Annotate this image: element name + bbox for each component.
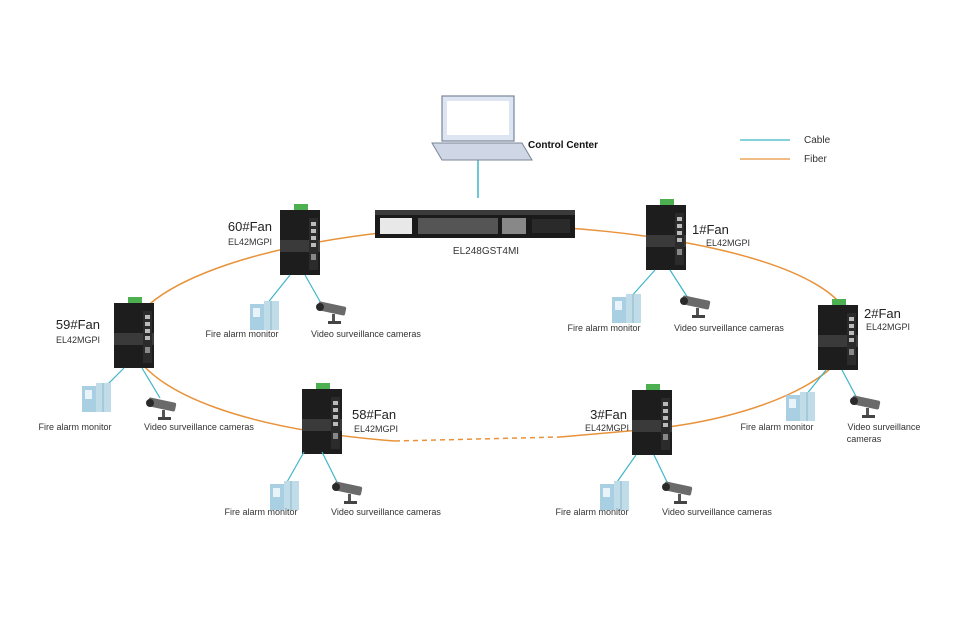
fire-alarm-icon: [785, 391, 816, 422]
camera-icon: [662, 481, 693, 504]
node-model: EL42MGPI: [706, 238, 750, 248]
camera-label: Video surveillance cameras: [311, 329, 421, 339]
camera-icon: [680, 295, 711, 318]
node-model: EL42MGPI: [56, 335, 100, 345]
core-switch-icon: [375, 210, 575, 238]
node-name: 2#Fan: [864, 306, 901, 321]
fire-alarm-label: Fire alarm monitor: [567, 323, 640, 333]
legend-fiber-label: Fiber: [804, 154, 827, 165]
camera-icon: [316, 301, 347, 324]
legend-cable-label: Cable: [804, 135, 831, 146]
switch-icon: [632, 384, 672, 455]
fire-alarm-icon: [599, 480, 630, 511]
camera-label-line2: cameras: [847, 434, 882, 444]
node-fan1: 1#Fan EL42MGPI Fire alarm monitor Video …: [567, 199, 784, 333]
fire-alarm-label: Fire alarm monitor: [555, 507, 628, 517]
fire-alarm-label: Fire alarm monitor: [38, 422, 111, 432]
switch-icon: [818, 299, 858, 370]
node-model: EL42MGPI: [228, 237, 272, 247]
camera-label: Video surveillance cameras: [662, 507, 772, 517]
node-fan58: 58#Fan EL42MGPI Fire alarm monitor Video…: [224, 383, 441, 517]
node-name: 1#Fan: [692, 222, 729, 237]
fire-alarm-icon: [249, 300, 280, 331]
fire-alarm-label: Fire alarm monitor: [224, 507, 297, 517]
fire-alarm-icon: [81, 382, 112, 413]
camera-label: Video surveillance cameras: [674, 323, 784, 333]
node-fan60: 60#Fan EL42MGPI Fire alarm monitor Video…: [205, 204, 421, 339]
fire-alarm-icon: [269, 480, 300, 511]
node-fan59: 59#Fan EL42MGPI Fire alarm monitor Video…: [38, 297, 254, 432]
computer-icon: [431, 95, 533, 161]
node-model: EL42MGPI: [354, 424, 398, 434]
fire-alarm-icon: [611, 293, 642, 324]
node-name: 60#Fan: [228, 219, 272, 234]
node-name: 59#Fan: [56, 317, 100, 332]
fire-alarm-label: Fire alarm monitor: [205, 329, 278, 339]
switch-icon: [646, 199, 686, 270]
node-model: EL42MGPI: [585, 423, 629, 433]
camera-icon: [850, 395, 881, 418]
switch-icon: [114, 297, 154, 368]
fire-alarm-label: Fire alarm monitor: [740, 422, 813, 432]
camera-icon: [146, 397, 177, 420]
control-center-label: Control Center: [528, 140, 598, 151]
switch-icon: [280, 204, 320, 275]
camera-icon: [332, 481, 363, 504]
node-name: 58#Fan: [352, 407, 396, 422]
core-switch-model: EL248GST4MI: [453, 246, 519, 257]
node-model: EL42MGPI: [866, 322, 910, 332]
camera-label-line1: Video surveillance: [848, 422, 921, 432]
node-fan3: 3#Fan EL42MGPI Fire alarm monitor Video …: [555, 384, 772, 517]
camera-label: Video surveillance cameras: [331, 507, 441, 517]
node-name: 3#Fan: [590, 407, 627, 422]
fiber-ring-gap: [394, 436, 561, 442]
switch-icon: [302, 383, 342, 454]
node-fan2: 2#Fan EL42MGPI Fire alarm monitor Video …: [740, 299, 920, 444]
camera-label: Video surveillance cameras: [144, 422, 254, 432]
